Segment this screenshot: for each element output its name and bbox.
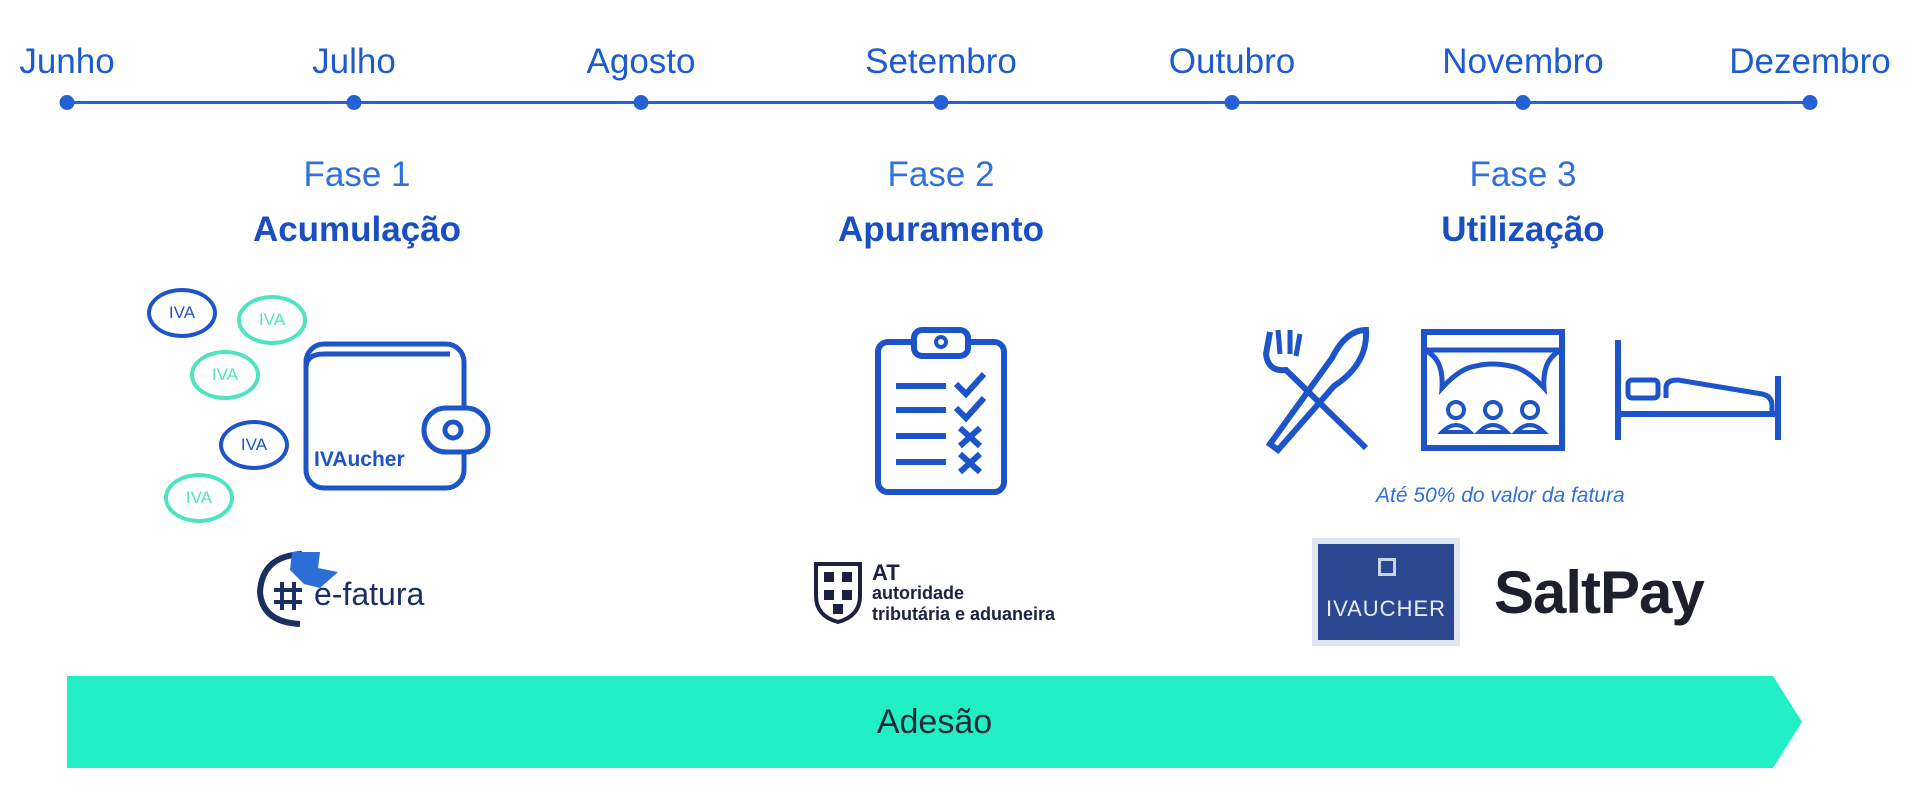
- theater-audience-icon: [1421, 329, 1565, 451]
- iva-bubble: IVA: [237, 295, 307, 345]
- phase-1-name: Acumulação: [252, 210, 462, 249]
- iva-bubble: IVA: [190, 350, 260, 400]
- timeline-dot: [1515, 95, 1531, 110]
- ivaucher-logo-text: IVAUCHER: [1325, 596, 1447, 621]
- timeline-dot: [933, 95, 949, 110]
- iva-bubble: IVA: [219, 420, 289, 470]
- bed-icon: [1615, 340, 1781, 440]
- month-label: Dezembro: [1729, 42, 1891, 81]
- at-logo-line2: tributária e aduaneira: [872, 604, 1056, 624]
- timeline-dot: [1802, 95, 1818, 110]
- month-label: Outubro: [1168, 42, 1296, 81]
- month-label: Junho: [19, 42, 115, 81]
- at-logo-title: AT: [872, 560, 900, 585]
- timeline-dot: [59, 95, 75, 110]
- wallet-icon: [303, 341, 491, 491]
- efatura-logo: e-fatura: [250, 548, 470, 628]
- phase-1-number: Fase 1: [303, 155, 411, 194]
- phase-2-name: Apuramento: [837, 210, 1045, 249]
- at-logo: AT autoridade tributária e aduaneira: [812, 560, 1082, 630]
- timeline-dot: [1224, 95, 1240, 110]
- phase-2-number: Fase 2: [887, 155, 995, 194]
- ivaucher-logo: IVAUCHER: [1312, 538, 1460, 646]
- month-label: Novembro: [1442, 42, 1604, 81]
- saltpay-logo: SaltPay: [1494, 559, 1705, 626]
- at-logo-line1: autoridade: [872, 583, 965, 603]
- phase-3-name: Utilização: [1441, 210, 1605, 249]
- efatura-logo-text: e-fatura: [314, 576, 425, 612]
- phase-3-caption: Até 50% do valor da fatura: [1376, 484, 1625, 507]
- iva-bubble: IVA: [164, 473, 234, 523]
- clipboard-checklist-icon: [875, 327, 1007, 495]
- month-label: Agosto: [586, 42, 696, 81]
- efatura-emblem-icon: [256, 551, 338, 627]
- timeline-dot: [346, 95, 362, 110]
- month-label: Setembro: [865, 42, 1017, 81]
- phase-3-number: Fase 3: [1469, 155, 1577, 194]
- adhesion-label: Adesão: [876, 702, 993, 741]
- iva-bubble: IVA: [147, 288, 217, 338]
- fork-knife-icon: [1262, 326, 1370, 454]
- timeline-dot: [633, 95, 649, 110]
- adhesion-bar: [67, 676, 1802, 768]
- at-shield-icon: [814, 562, 862, 624]
- qr-code-icon: [1378, 558, 1396, 576]
- month-label: Julho: [312, 42, 396, 81]
- wallet-label: IVAucher: [314, 448, 405, 471]
